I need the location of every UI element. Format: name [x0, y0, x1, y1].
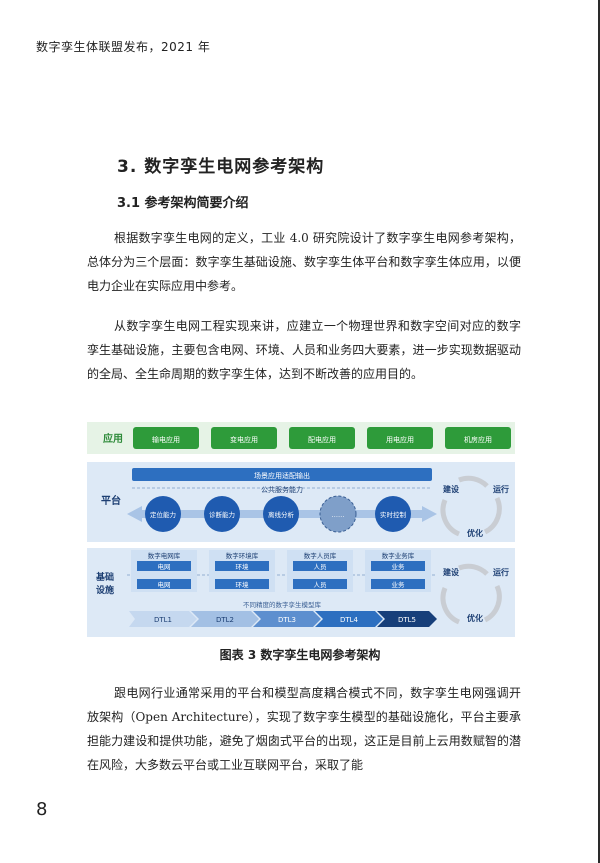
dtl-chevron — [377, 611, 437, 627]
figure-caption: 图表 3 数字孪生电网参考架构 — [219, 648, 381, 662]
subsection-title: 3.1 参考架构简要介绍 — [117, 196, 249, 211]
infra-cycle: 建设 运行 优化 — [440, 563, 509, 625]
infra-libraries: 数字电网库 电网 电网 数字环境库 环境 环境 数字人员库 人员 人员 数字业务… — [131, 550, 431, 592]
cycle-arc — [483, 496, 502, 535]
cycle-arc — [440, 587, 461, 625]
capability-circle — [375, 496, 411, 532]
app-item-box — [133, 427, 199, 449]
lib-top: 人员 — [314, 563, 328, 571]
capability-label: 实时控制 — [380, 510, 407, 519]
cycle-optimize: 优化 — [467, 528, 483, 538]
dtl-chevron — [129, 611, 197, 627]
lib-top: 环境 — [236, 562, 250, 571]
page-number: 8 — [36, 799, 48, 820]
cycle-build: 建设 — [442, 567, 459, 577]
dtl-label: DTL5 — [398, 616, 416, 624]
lib-bottom: 电网 — [158, 580, 171, 589]
lib-top-box — [371, 561, 425, 571]
capability-label: …… — [332, 511, 345, 519]
lib-top-box — [293, 561, 347, 571]
capability-label: 定位能力 — [150, 510, 176, 519]
capability-circle-more — [319, 495, 357, 533]
dtl-chevron — [191, 611, 259, 627]
lib-bottom-box — [371, 579, 425, 589]
app-item-box — [211, 427, 277, 449]
app-layer-label: 应用 — [103, 432, 123, 445]
cycle-optimize: 优化 — [467, 613, 483, 623]
capability-circle — [204, 496, 240, 532]
cycle-arc — [483, 584, 502, 623]
lib-name: 数字业务库 — [382, 551, 415, 560]
app-item-box — [289, 427, 355, 449]
app-item: 配电应用 — [308, 435, 336, 444]
lib-top-box — [215, 561, 269, 571]
dtl-chevron — [253, 611, 321, 627]
lib-top: 业务 — [392, 562, 406, 571]
capability-label: 离线分析 — [268, 510, 295, 519]
app-item: 输电应用 — [152, 435, 180, 444]
cycle-operate: 运行 — [493, 567, 509, 577]
scene-banner — [132, 468, 432, 481]
lib-bottom: 业务 — [392, 580, 406, 589]
lib-name: 数字人员库 — [304, 551, 337, 560]
cycle-arc — [458, 475, 489, 488]
dtl-label: DTL2 — [216, 616, 234, 624]
infra-layer-label-1: 基础 — [95, 571, 114, 583]
infra-layer-label-2: 设施 — [96, 584, 114, 596]
app-item-box — [367, 427, 433, 449]
service-label: 公共服务能力 — [261, 485, 303, 494]
cycle-arc — [440, 499, 461, 537]
app-items: 输电应用 变电应用 配电应用 用电应用 机房应用 — [133, 427, 511, 449]
capability-circle — [145, 496, 181, 532]
lib-bottom-box — [137, 579, 191, 589]
dtl-label: DTL4 — [340, 616, 359, 624]
app-item: 变电应用 — [230, 435, 258, 444]
lib-bottom: 人员 — [314, 581, 328, 589]
lib-top: 电网 — [158, 562, 171, 571]
running-header: 数字孪生体联盟发布，2021 年 — [36, 40, 211, 54]
platform-layer-label: 平台 — [101, 494, 121, 507]
section-title: 3. 数字孪生电网参考架构 — [117, 157, 325, 177]
app-item-box — [445, 427, 511, 449]
dtl-label: DTL1 — [154, 616, 172, 624]
page-edge — [598, 0, 600, 863]
cycle-operate: 运行 — [493, 484, 509, 494]
lib-bottom: 环境 — [236, 580, 250, 589]
lib-name: 数字电网库 — [148, 551, 181, 560]
paragraph-3: 跟电网行业通常采用的平台和模型高度耦合模式不同，数字孪生电网强调开放架构（Ope… — [87, 686, 521, 772]
model-label: 不同精度的数字孪生模型库 — [243, 600, 322, 609]
cycle-arc — [458, 563, 489, 576]
dtl-chevron — [315, 611, 383, 627]
capability-circle — [263, 496, 299, 532]
paragraph-2: 从数字孪生电网工程实现来讲，应建立一个物理世界和数字空间对应的数字孪生基础设施，… — [87, 319, 521, 381]
platform-cycle: 建设 运行 优化 — [440, 475, 509, 538]
scene-banner-label: 场景应用适配输出 — [254, 471, 310, 480]
architecture-figure: 应用 输电应用 变电应用 配电应用 用电应用 机房应用 平台 场景应用适配输出 … — [87, 422, 515, 637]
app-item: 用电应用 — [386, 435, 414, 444]
dtl-label: DTL3 — [278, 616, 296, 624]
paragraph-1: 根据数字孪生电网的定义，工业 4.0 研究院设计了数字孪生电网参考架构，总体分为… — [87, 231, 521, 293]
lib-name: 数字环境库 — [226, 551, 259, 560]
dtl-levels: DTL1 DTL2 DTL3 DTL4 DTL5 — [129, 611, 437, 627]
capability-label: 诊断能力 — [209, 510, 235, 519]
cycle-build: 建设 — [442, 484, 459, 494]
lib-bottom-box — [215, 579, 269, 589]
lib-top-box — [137, 561, 191, 571]
capabilities: 定位能力 诊断能力 离线分析 …… 实时控制 — [145, 495, 411, 533]
app-item: 机房应用 — [464, 435, 492, 444]
lib-bottom-box — [293, 579, 347, 589]
